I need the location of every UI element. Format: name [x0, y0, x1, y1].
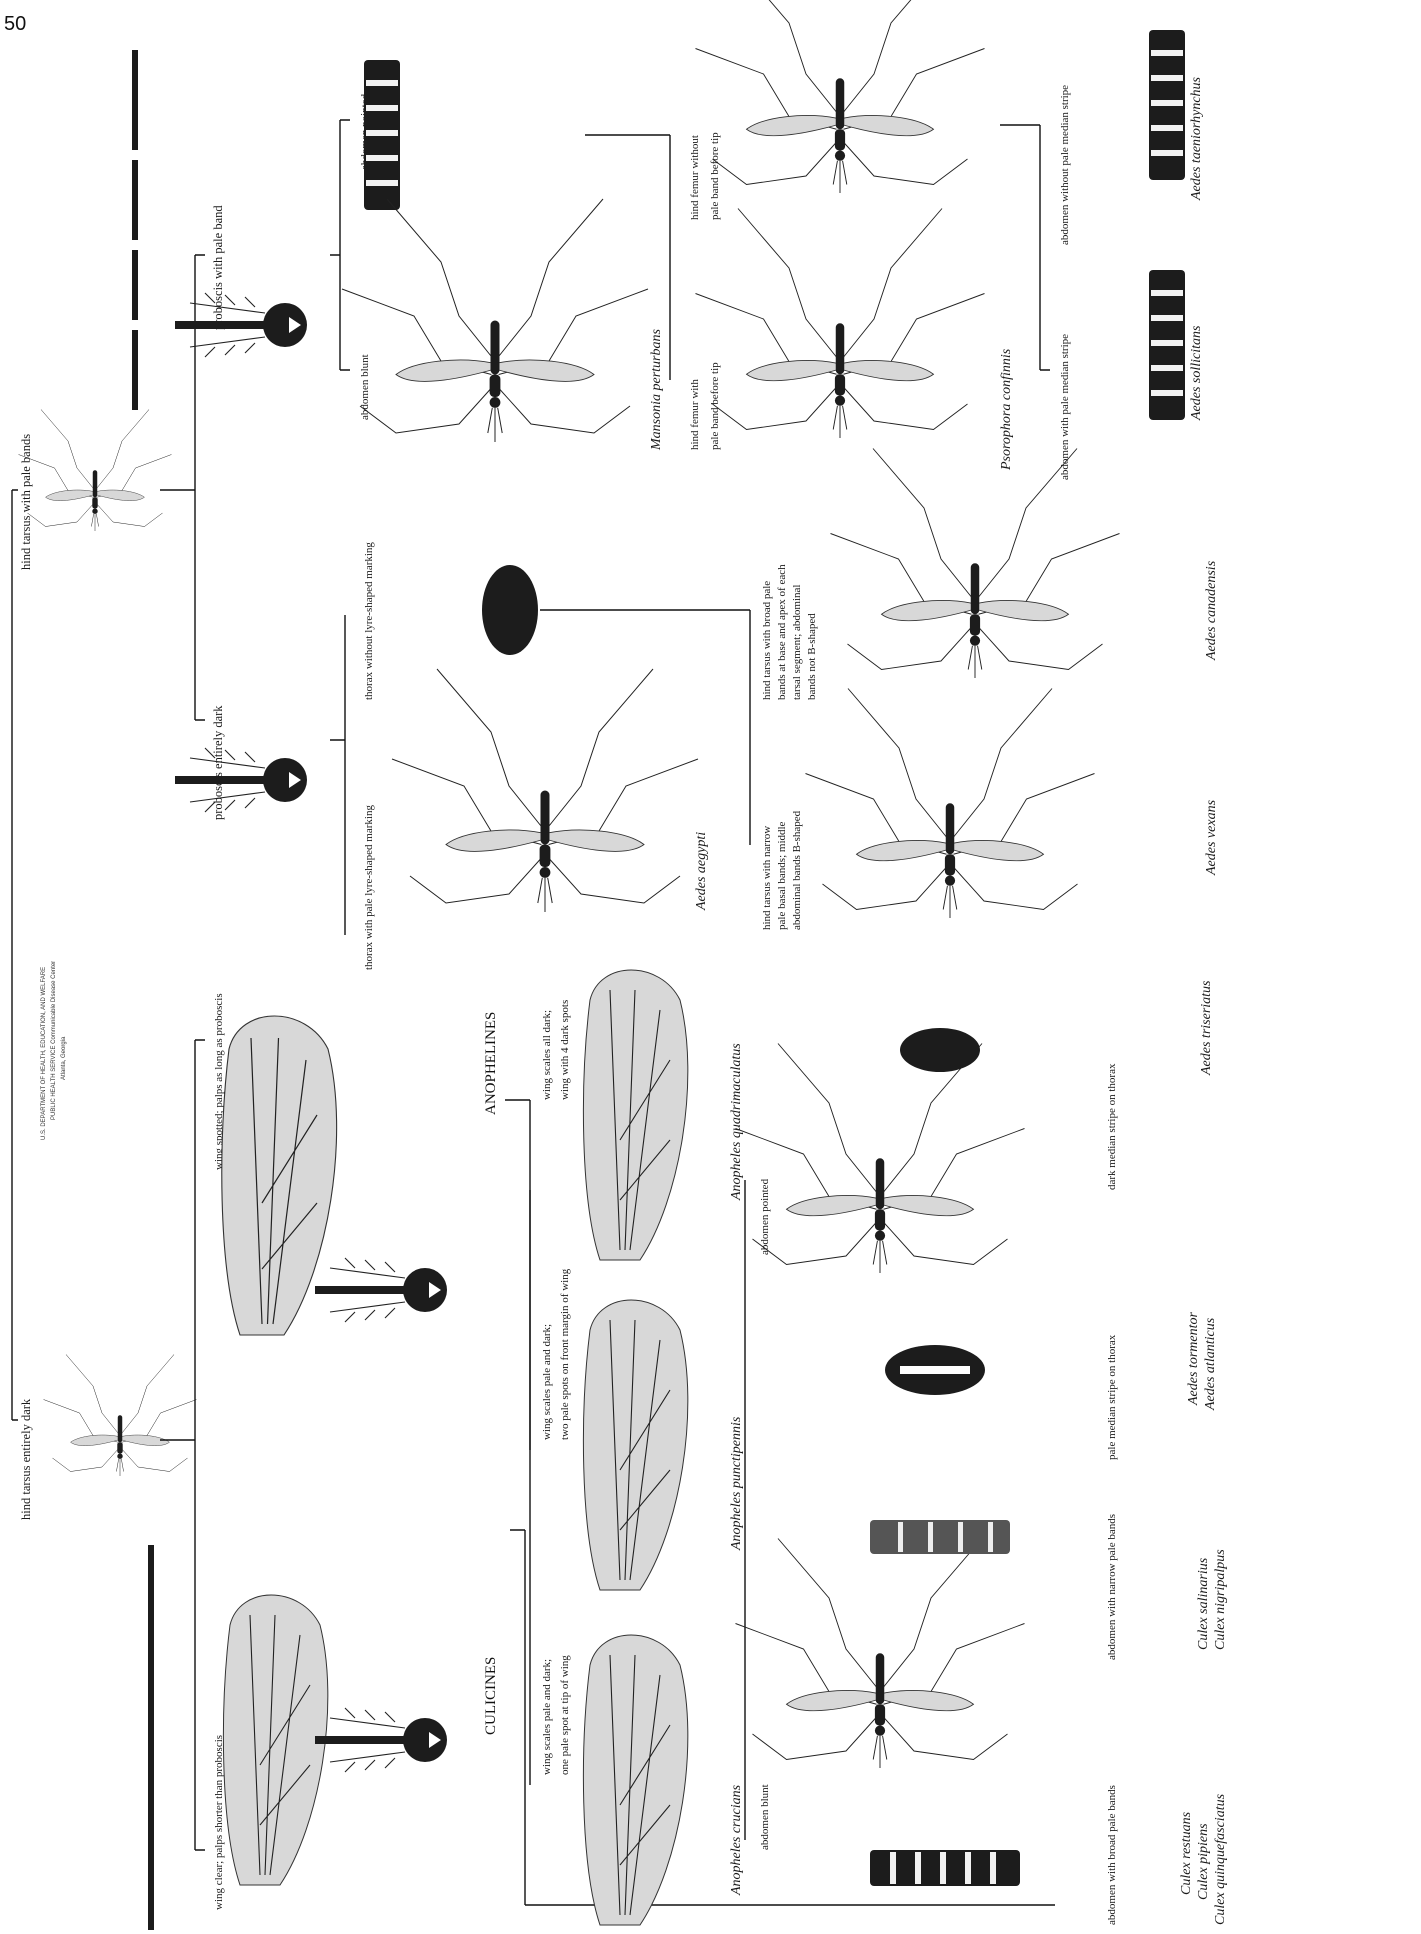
species-culex-nigripalpus: Culex nigripalpus: [1213, 1549, 1228, 1650]
thorax-dark-median-figure: [900, 1028, 980, 1072]
label-narrow-bands-3: abdominal bands B-shaped: [791, 810, 803, 930]
abdomen-narrow-pale-figure: [870, 1520, 1010, 1554]
label-culicine-abdomen-pointed: abdomen pointed: [759, 1178, 771, 1255]
species-aedes-canadensis: Aedes canadensis: [1204, 560, 1219, 661]
wing-quadrimaculatus-figure: [583, 970, 687, 1260]
mosquito-femur-without-figure: [696, 0, 985, 193]
label-hind-tarsus-dark: hind tarsus entirely dark: [19, 1398, 33, 1520]
aedes-canadensis-figure: [831, 449, 1120, 679]
label-broad-pale-bands: abdomen with broad pale bands: [1106, 1785, 1118, 1925]
species-aedes-triseriatus: Aedes triseriatus: [1199, 980, 1214, 1076]
label-broad-bands-4: bands not B-shaped: [806, 613, 818, 700]
agency-line2: PUBLIC HEALTH SERVICE Communicable Disea…: [51, 961, 57, 1120]
species-culex-pipiens: Culex pipiens: [1196, 1823, 1211, 1900]
label-all-dark-1: wing scales all dark;: [541, 1010, 553, 1100]
abdomen-broad-pale-figure: [870, 1850, 1020, 1886]
label-femur-without-2: pale band before tip: [709, 132, 721, 220]
hind-tarsus-dark-figure: [148, 1545, 154, 1930]
label-without-median-stripe: abdomen without pale median stripe: [1059, 85, 1071, 245]
species-culex-restuans: Culex restuans: [1179, 1811, 1194, 1895]
label-one-spot-1: wing scales pale and dark;: [541, 1659, 553, 1775]
abdomen-taeniorhynchus-figure: [1149, 30, 1185, 180]
page-number: 50: [4, 13, 26, 35]
heading-anophelines: ANOPHELINES: [483, 1012, 499, 1115]
species-anopheles-quadrimaculatus: Anopheles quadrimaculatus: [729, 1043, 744, 1201]
mosquito-blunt-figure: [736, 1539, 1025, 1769]
mosquito-femur-with-figure: [696, 209, 985, 439]
label-narrow-bands-1: hind tarsus with narrow: [761, 826, 773, 930]
species-aedes-atlanticus: Aedes atlanticus: [1203, 1317, 1218, 1411]
species-anopheles-punctipennis: Anopheles punctipennis: [729, 1416, 744, 1551]
label-one-spot-2: one pale spot at tip of wing: [559, 1655, 571, 1775]
abdomen-sollicitans-figure: [1149, 270, 1185, 420]
label-femur-with-1: hind femur with: [689, 379, 701, 450]
agency-line3: Atlanta, Georgia: [61, 1036, 67, 1080]
hind-tarsus-banded-figure: [132, 50, 138, 410]
species-aedes-sollicitans: Aedes sollicitans: [1189, 325, 1204, 421]
label-thorax-with-lyre: thorax with pale lyre-shaped marking: [363, 805, 375, 970]
label-broad-bands-2: bands at base and apex of each: [776, 564, 788, 700]
species-aedes-tormentor: Aedes tormentor: [1186, 1312, 1201, 1406]
label-all-dark-2: wing with 4 dark spots: [559, 1000, 571, 1100]
head-dark-figure: [175, 748, 307, 812]
head-culicine-figure: [315, 1708, 447, 1772]
thorax-figure: [482, 565, 538, 655]
label-hind-tarsus-pale-bands: hind tarsus with pale bands: [19, 434, 33, 570]
label-two-spots-2: two pale spots on front margin of wing: [559, 1268, 571, 1440]
label-pale-median-stripe: pale median stripe on thorax: [1106, 1334, 1118, 1460]
species-aedes-vexans: Aedes vexans: [1204, 799, 1219, 876]
aedes-vexans-figure: [806, 689, 1095, 919]
mosquito-pale-bands-figure: [18, 410, 171, 532]
species-psorophora: Psorophora confinnis: [999, 348, 1014, 471]
label-broad-bands-1: hind tarsus with broad pale: [761, 581, 773, 700]
heading-culicines: CULICINES: [483, 1657, 499, 1735]
head-anopheline-figure: [315, 1258, 447, 1322]
label-femur-without-1: hind femur without: [689, 135, 701, 220]
label-narrow-bands-2: pale basal bands; middle: [776, 821, 788, 930]
label-narrow-pale-bands: abdomen with narrow pale bands: [1106, 1514, 1118, 1660]
species-mansonia: Mansonia perturbans: [649, 329, 664, 452]
agency-line1: U.S. DEPARTMENT OF HEALTH, EDUCATION, AN…: [41, 967, 47, 1140]
aedes-aegypti-figure: [392, 669, 698, 912]
mosquito-pointed-figure: [736, 1044, 1025, 1274]
species-aedes-aegypti: Aedes aegypti: [694, 832, 709, 911]
mansonia-figure: [342, 199, 648, 442]
label-thorax-without-lyre: thorax without lyre-shaped marking: [363, 542, 375, 700]
species-anopheles-crucians: Anopheles crucians: [729, 1784, 744, 1896]
species-culex-quinquefasciatus: Culex quinquefasciatus: [1213, 1793, 1228, 1925]
wing-clear-figure: [223, 1595, 327, 1885]
label-broad-bands-3: tarsal segment; abdominal: [791, 585, 803, 700]
label-dark-median-stripe: dark median stripe on thorax: [1106, 1063, 1118, 1190]
species-culex-salinarius: Culex salinarius: [1196, 1557, 1211, 1650]
label-wing-clear: wing clear; palps shorter than proboscis: [213, 1735, 225, 1910]
wing-crucians-figure: [583, 1635, 687, 1925]
abdomen-pointed-figure: [364, 60, 400, 210]
label-two-spots-1: wing scales pale and dark;: [541, 1324, 553, 1440]
mosquito-dark-tarsus-figure: [43, 1355, 196, 1477]
label-culicine-abdomen-blunt: abdomen blunt: [759, 1784, 771, 1850]
wing-punctipennis-figure: [583, 1300, 687, 1590]
label-proboscis-pale-band: proboscis with pale band: [211, 205, 225, 330]
species-aedes-taeniorhynchus: Aedes taeniorhynchus: [1189, 76, 1204, 201]
